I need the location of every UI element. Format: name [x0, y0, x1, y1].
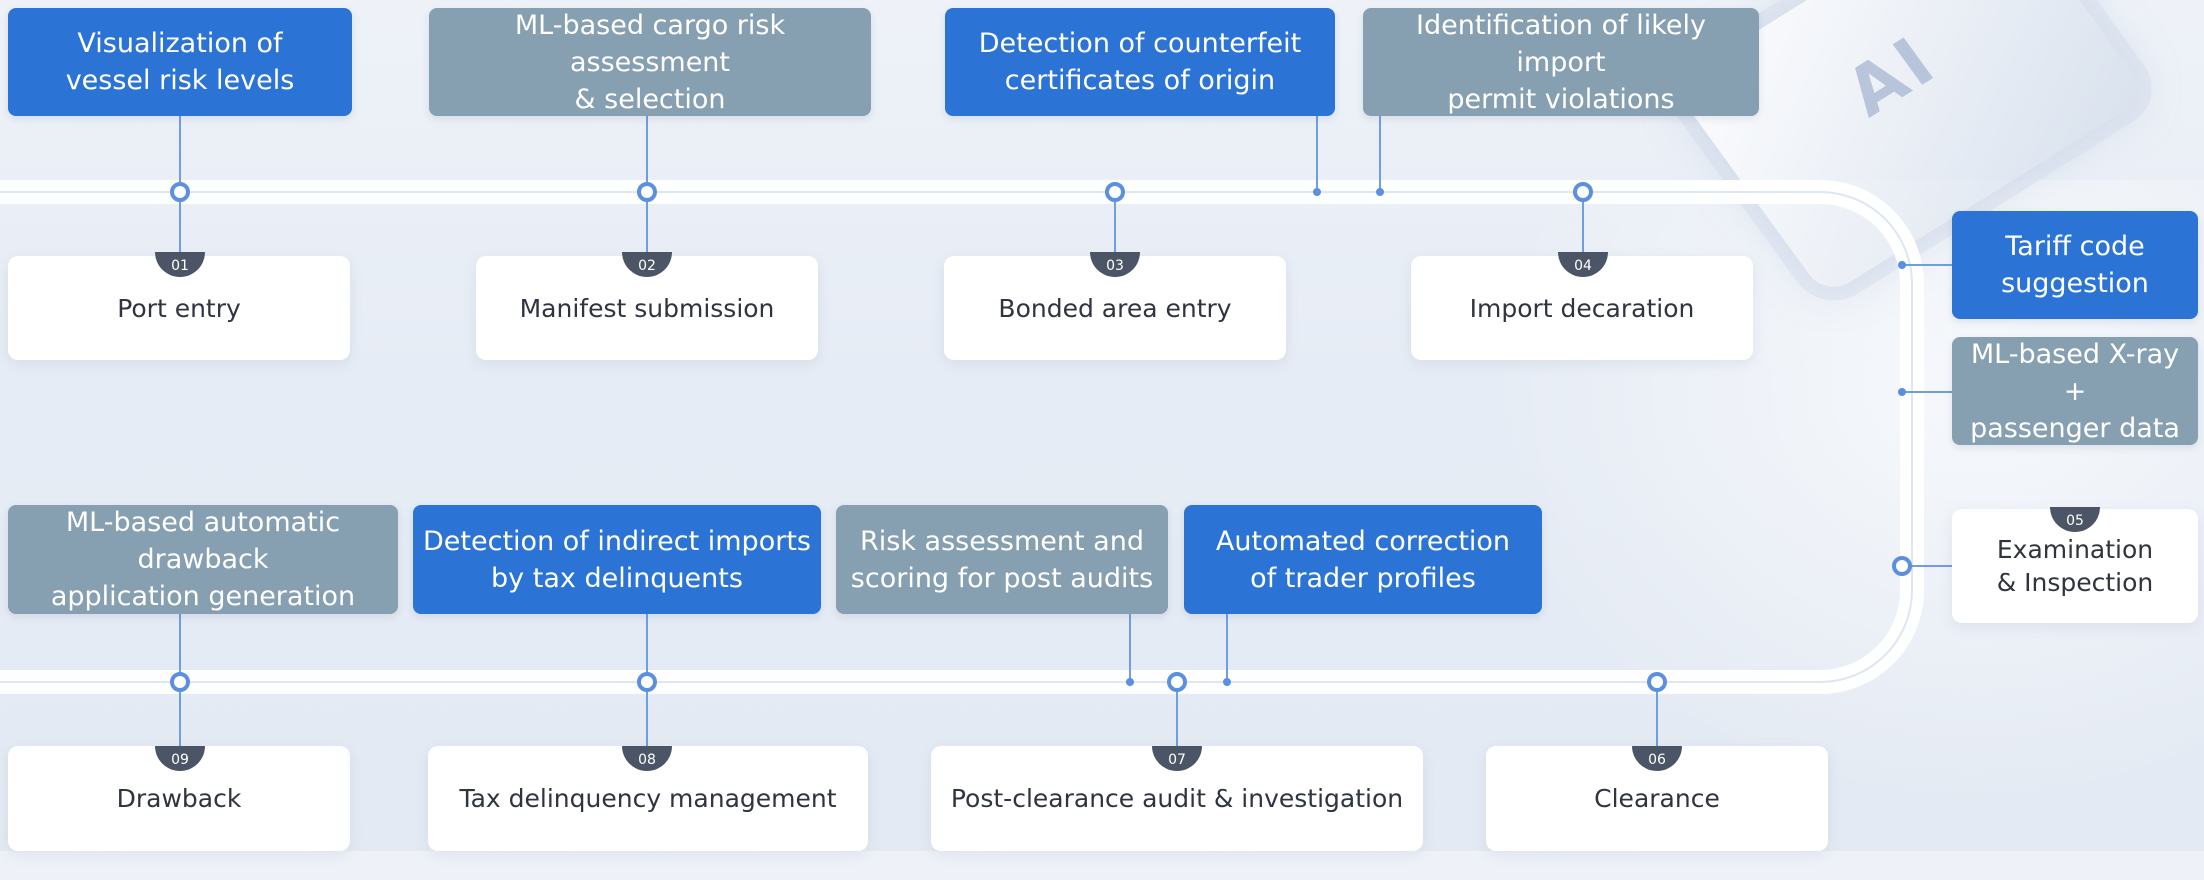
- ai-box-drawback-gen: ML-based automatic drawback application …: [8, 505, 398, 614]
- step-label: Clearance: [1594, 784, 1720, 813]
- ai-box-tariff: Tariff code suggestion: [1952, 211, 2198, 319]
- node-07: [1167, 672, 1187, 692]
- step-label: Import decaration: [1469, 293, 1695, 323]
- node-09: [170, 672, 190, 692]
- dot-xray: [1898, 388, 1906, 396]
- step-number-badge: 09: [155, 746, 205, 771]
- node-03: [1105, 182, 1125, 202]
- step-label: Post-clearance audit & investigation: [950, 784, 1404, 813]
- dot-post-audit-scoring: [1126, 678, 1134, 686]
- step-label: Examination & Inspection: [1996, 535, 2154, 597]
- dot-permit: [1376, 188, 1384, 196]
- ai-box-cargo-risk: ML-based cargo risk assessment & selecti…: [429, 8, 871, 116]
- ai-box-permit: Identification of likely import permit v…: [1363, 8, 1759, 116]
- dot-trader-profiles: [1223, 678, 1231, 686]
- step-label: Port entry: [117, 293, 241, 323]
- process-track: [0, 116, 1952, 750]
- ai-box-xray: ML-based X-ray + passenger data: [1952, 337, 2198, 445]
- node-02: [637, 182, 657, 202]
- node-01: [170, 182, 190, 202]
- step-number-badge: 01: [155, 252, 205, 277]
- ai-box-trader-profiles: Automated correction of trader profiles: [1184, 505, 1542, 614]
- ai-box-counterfeit: Detection of counterfeit certificates of…: [945, 8, 1335, 116]
- node-04: [1573, 182, 1593, 202]
- step-label: Drawback: [116, 784, 242, 813]
- ai-box-indirect-imports: Detection of indirect imports by tax del…: [413, 505, 821, 614]
- step-label: Bonded area entry: [998, 293, 1232, 323]
- dot-tariff: [1898, 261, 1906, 269]
- ai-box-post-audit-scoring: Risk assessment and scoring for post aud…: [836, 505, 1168, 614]
- ai-box-vessel-risk: Visualization of vessel risk levels: [8, 8, 352, 116]
- step-drawback: Drawback: [8, 746, 350, 851]
- step-examination-inspection: Examination & Inspection: [1952, 509, 2198, 623]
- track-band-edge: [0, 191, 1913, 683]
- node-06: [1647, 672, 1667, 692]
- node-05: [1892, 556, 1912, 576]
- step-label: Manifest submission: [519, 293, 775, 323]
- node-08: [637, 672, 657, 692]
- step-label: Tax delinquency management: [459, 784, 837, 813]
- dot-counterfeit: [1313, 188, 1321, 196]
- step-number-badge: 06: [1632, 746, 1682, 771]
